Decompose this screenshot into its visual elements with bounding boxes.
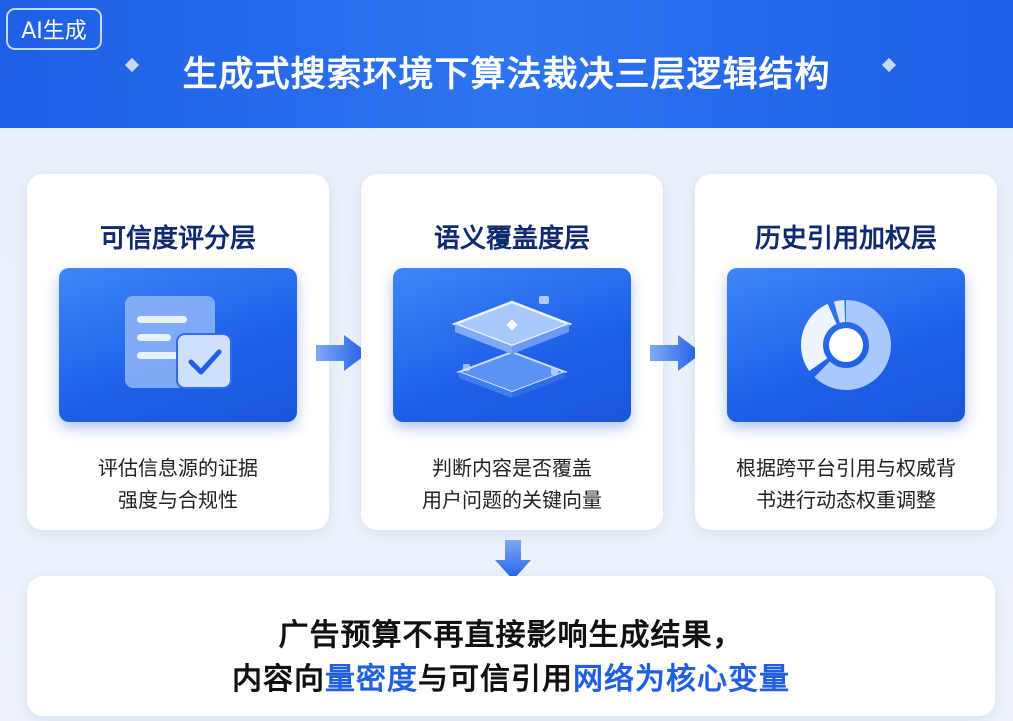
header-banner: AI生成 生成式搜索环境下算法裁决三层逻辑结构 xyxy=(0,0,1013,128)
highlight-text: 量密度 xyxy=(325,662,418,697)
card-historical-citation: 历史引用加权层 根据跨平台引用与权威背 书进行动态权重调整 xyxy=(695,174,997,530)
conclusion-line-1: 广告预算不再直接影响生成结果， xyxy=(278,618,744,653)
card-title: 历史引用加权层 xyxy=(754,224,937,254)
arrow-down-icon xyxy=(495,540,531,580)
arrow-right-icon xyxy=(316,335,368,371)
card-title: 可信度评分层 xyxy=(99,224,256,254)
page-title: 生成式搜索环境下算法裁决三层逻辑结构 xyxy=(182,55,831,95)
card-illustration xyxy=(59,268,297,422)
document-check-icon xyxy=(125,296,232,389)
card-credibility: 可信度评分层 评估信息源的证据 强度与合规性 xyxy=(27,174,329,530)
card-description: 评估信息源的证据 强度与合规性 xyxy=(98,456,258,512)
card-illustration xyxy=(727,268,965,422)
highlight-text: 网络为核心变量 xyxy=(573,662,790,697)
arrow-right-icon xyxy=(650,335,702,371)
ai-generated-badge: AI生成 xyxy=(6,8,102,50)
stacked-layers-icon xyxy=(451,296,573,398)
card-semantic-coverage: 语义覆盖度层 判断内容是否覆盖 用户问题的关键向量 xyxy=(361,174,663,530)
card-description: 判断内容是否覆盖 用户问题的关键向量 xyxy=(422,456,602,512)
card-title: 语义覆盖度层 xyxy=(433,224,590,254)
card-description: 根据跨平台引用与权威背 书进行动态权重调整 xyxy=(736,456,956,512)
conclusion-card: 广告预算不再直接影响生成结果， 内容向量密度与可信引用网络为核心变量 xyxy=(27,576,995,716)
card-illustration xyxy=(393,268,631,422)
conclusion-line-2: 内容向量密度与可信引用网络为核心变量 xyxy=(232,662,790,697)
donut-chart-icon xyxy=(801,300,891,390)
